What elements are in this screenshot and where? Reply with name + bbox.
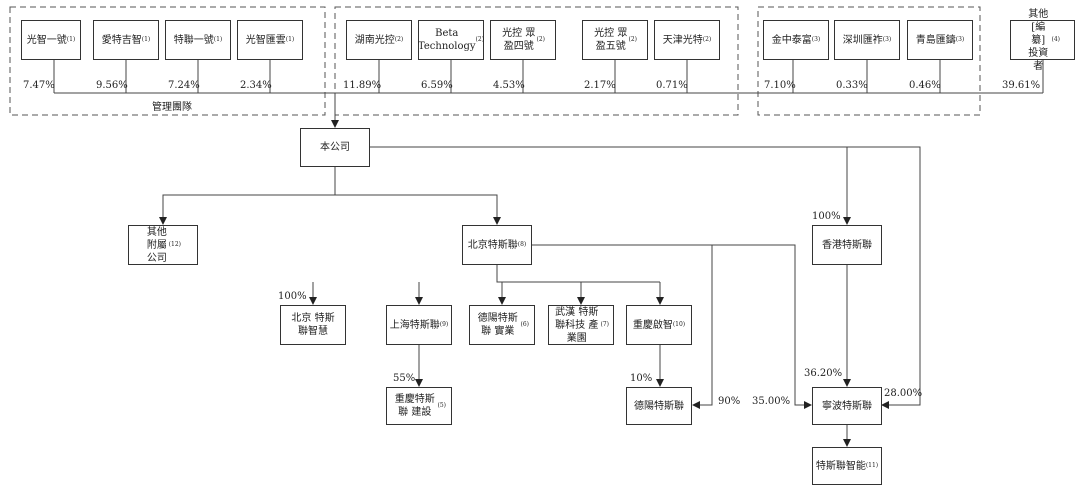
shareholder-box: 湖南光控(2) [346,20,412,60]
shareholder-box: 光控 眾盈五號(2) [582,20,648,60]
pct-label: 0.46% [909,80,941,91]
shareholder-box: Beta Technology(2) [418,20,484,60]
shareholder-box: 特聯一號(1) [165,20,231,60]
shareholder-box: 天津光特(2) [654,20,720,60]
beijing-box: 北京特斯聯(8) [462,225,532,265]
shareholder-box: 其他 [編纂] 投資者(4) [1010,9,1075,72]
shareholder-box: 光智匯雲(1) [237,20,303,60]
pct-label: 7.47% [23,80,55,91]
hongkong-box: 香港特斯聯 [812,225,882,265]
shareholder-box: 青島匯鑄(3) [907,20,973,60]
investor-group-3 [757,6,981,116]
deyang-box: 德陽特斯聯 [626,387,692,425]
smart-box: 特斯聯智能(11) [812,447,882,485]
ningbo-box: 寧波特斯聯 [812,387,882,425]
company-box: 本公司 [300,128,370,167]
pct-label: 2.34% [240,80,272,91]
shareholder-box: 金中泰富(3) [763,20,829,60]
management-team-group [9,6,326,116]
pct-label: 0.71% [656,80,688,91]
chongqing-qizhi-box: 重慶啟智(10) [626,305,692,345]
pct-label: 4.53% [493,80,525,91]
investor-group-2 [334,6,739,116]
management-team-label: 管理團隊 [152,102,192,113]
pct-label: 90% [718,396,741,407]
pct-label: 28.00% [884,388,923,399]
pct-label: 10% [630,373,653,384]
pct-label: 100% [812,211,841,222]
pct-label: 6.59% [421,80,453,91]
shareholder-box: 深圳匯祚(3) [834,20,900,60]
pct-label: 36.20% [804,368,843,379]
wuhan-box: 武漢 特斯聯科技 產業園(7) [548,305,614,345]
pct-label: 39.61% [1002,80,1041,91]
pct-label: 100% [278,291,307,302]
other-subsidiaries-box: 其他 附屬公司(12) [128,225,198,265]
shareholder-box: 愛特吉智(1) [93,20,159,60]
deyang-industry-box: 德陽特斯聯 實業(6) [469,305,535,345]
shanghai-box: 上海特斯聯(9) [386,305,452,345]
chongqing-build-box: 重慶特斯聯 建設(5) [386,387,452,425]
pct-label: 7.24% [168,80,200,91]
pct-label: 7.10% [764,80,796,91]
pct-label: 55% [393,373,416,384]
pct-label: 0.33% [836,80,868,91]
pct-label: 2.17% [584,80,616,91]
bj-smart-box: 北京 特斯聯智慧 [280,305,346,345]
pct-label: 9.56% [96,80,128,91]
pct-label: 11.89% [343,80,382,91]
shareholder-box: 光智一號(1) [21,20,81,60]
pct-label: 35.00% [752,396,791,407]
shareholder-box: 光控 眾盈四號(2) [490,20,556,60]
